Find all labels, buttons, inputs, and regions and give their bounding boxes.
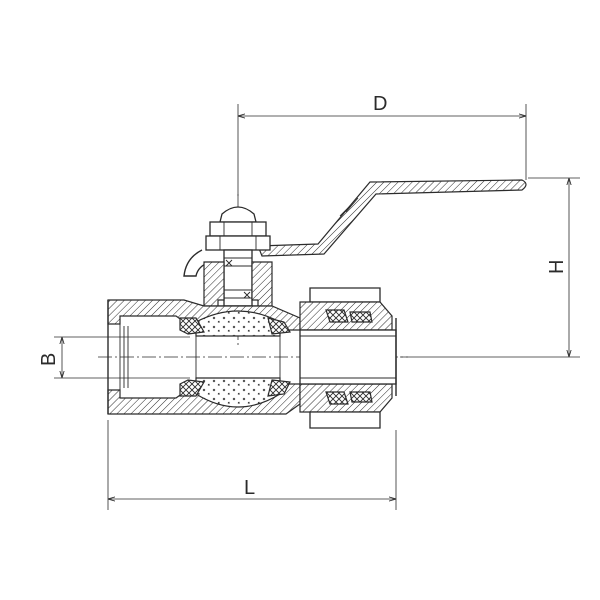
valve-ball xyxy=(195,310,281,408)
stem-nut xyxy=(205,206,271,251)
ball-seats xyxy=(179,317,291,397)
compression-fitting xyxy=(299,287,397,429)
dimension-b: B xyxy=(38,336,190,379)
dimension-b-label: B xyxy=(38,353,60,366)
dimension-l-label: L xyxy=(244,477,255,499)
dimension-l: L xyxy=(107,420,397,510)
dimension-d: D xyxy=(237,93,527,196)
dimension-h: H xyxy=(400,177,580,358)
dimension-d-label: D xyxy=(373,93,387,115)
dimension-h-label: H xyxy=(546,260,568,274)
